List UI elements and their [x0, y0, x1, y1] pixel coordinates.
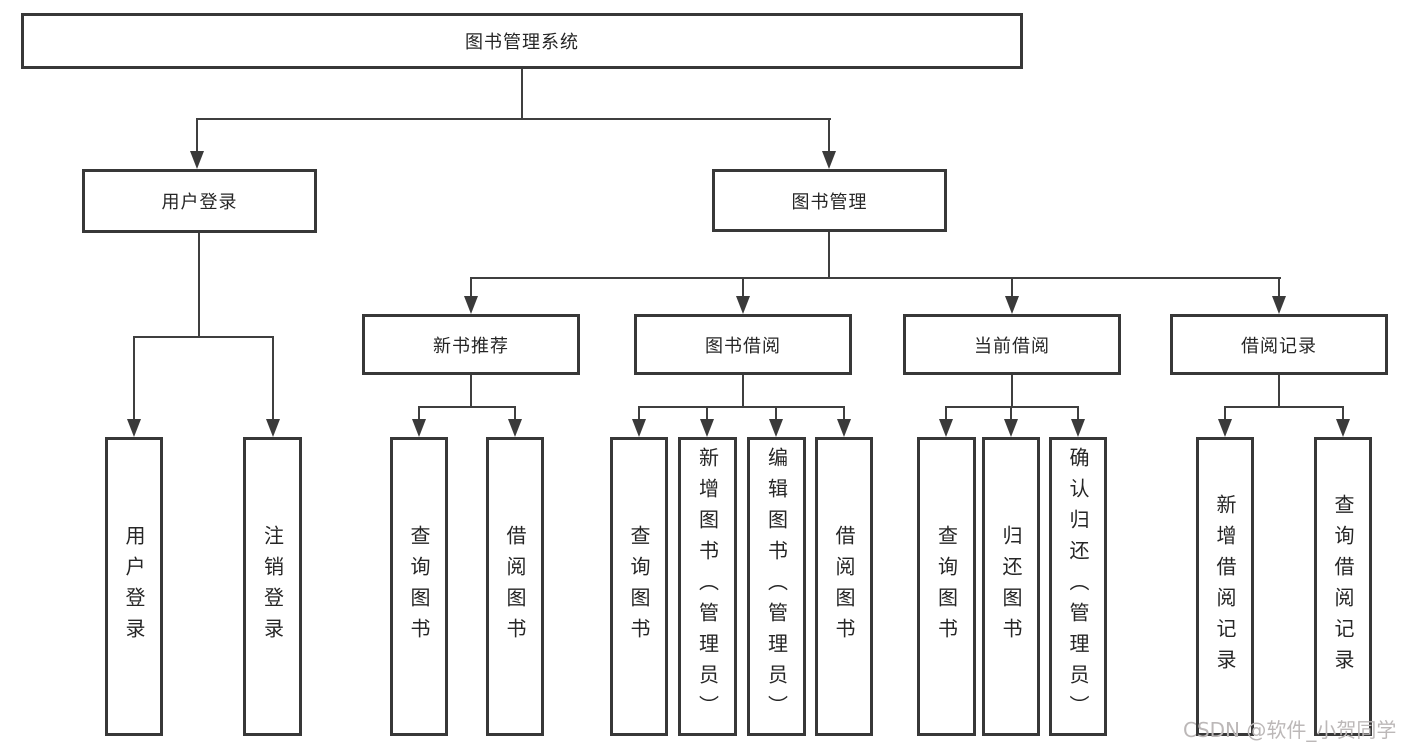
- arrowhead: [1004, 419, 1018, 437]
- leaf-logout-label: 注销登录: [260, 524, 285, 649]
- leaf-user-login: 用户登录: [105, 437, 163, 736]
- connector-book-borrow-hbar: [638, 406, 845, 408]
- connector-drop: [638, 406, 640, 421]
- csdn-watermark: CSDN @软件_小贺同学: [1183, 718, 1397, 742]
- connector-drop: [945, 406, 947, 421]
- node-user-login: 用户登录: [82, 169, 317, 233]
- arrowhead: [769, 419, 783, 437]
- arrowhead: [127, 419, 141, 437]
- leaf-bb-edit-book: 编辑图书（管理员）: [747, 437, 806, 736]
- connector-drop: [706, 406, 708, 421]
- connector-drop: [1224, 406, 1226, 421]
- connector-drop: [1010, 406, 1012, 421]
- leaf-rec-borrow-book-label: 借阅图书: [503, 524, 527, 649]
- node-new-book-rec: 新书推荐: [362, 314, 580, 375]
- connector-book-borrow-stem: [742, 375, 744, 406]
- arrowhead: [1272, 296, 1286, 314]
- connector-drop: [418, 406, 420, 421]
- connector-drop: [775, 406, 777, 421]
- connector-drop: [1077, 406, 1079, 421]
- connector-current-borrow-hbar: [945, 406, 1079, 408]
- node-book-mgmt-label: 图书管理: [791, 191, 868, 213]
- connector-drop-new-book-rec: [470, 277, 472, 297]
- leaf-br-add-record: 新增借阅记录: [1196, 437, 1254, 736]
- connector-drop: [514, 406, 516, 421]
- connector-borrow-record-stem: [1278, 375, 1280, 406]
- arrowhead: [464, 296, 478, 314]
- connector-drop-leaf-logout: [272, 336, 274, 421]
- arrowhead: [939, 419, 953, 437]
- connector-drop-book-mgmt: [828, 118, 830, 152]
- leaf-cb-return-book: 归还图书: [982, 437, 1040, 736]
- leaf-cb-confirm-return-label: 确认归还（管理员）: [1066, 447, 1090, 726]
- leaf-user-login-label: 用户登录: [122, 524, 146, 649]
- leaf-br-add-record-label: 新增借阅记录: [1213, 493, 1237, 680]
- leaf-cb-return-book-label: 归还图书: [999, 524, 1023, 649]
- connector-root-stem: [521, 69, 523, 118]
- connector-drop-borrow-record: [1278, 277, 1280, 297]
- arrowhead: [736, 296, 750, 314]
- arrowhead: [508, 419, 522, 437]
- connector-new-book-rec-hbar: [418, 406, 516, 408]
- node-user-login-label: 用户登录: [161, 192, 238, 213]
- leaf-bb-query-book-label: 查询图书: [627, 524, 651, 649]
- node-book-borrow: 图书借阅: [634, 314, 852, 375]
- connector-book-mgmt-stem: [828, 232, 830, 278]
- connector-l1-hbar: [196, 118, 831, 120]
- leaf-bb-add-book-label: 新增图书（管理员）: [695, 447, 720, 726]
- leaf-bb-edit-book-label: 编辑图书（管理员）: [764, 447, 789, 726]
- node-borrow-record: 借阅记录: [1170, 314, 1388, 375]
- leaf-cb-confirm-return: 确认归还（管理员）: [1049, 437, 1107, 736]
- arrowhead: [837, 419, 851, 437]
- connector-drop: [1342, 406, 1344, 421]
- leaf-bb-borrow-book-label: 借阅图书: [832, 524, 856, 649]
- arrowhead: [266, 419, 280, 437]
- leaf-bb-add-book: 新增图书（管理员）: [678, 437, 737, 736]
- connector-drop-current-borrow: [1011, 277, 1013, 297]
- connector-borrow-record-hbar: [1224, 406, 1344, 408]
- arrowhead: [632, 419, 646, 437]
- arrowhead: [1005, 296, 1019, 314]
- arrowhead: [1218, 419, 1232, 437]
- node-borrow-record-label: 借阅记录: [1241, 335, 1317, 357]
- leaf-br-query-record-label: 查询借阅记录: [1331, 493, 1355, 680]
- node-book-mgmt: 图书管理: [712, 169, 947, 232]
- leaf-br-query-record: 查询借阅记录: [1314, 437, 1372, 736]
- leaf-bb-borrow-book: 借阅图书: [815, 437, 873, 736]
- arrowhead: [190, 151, 204, 169]
- arrowhead: [1071, 419, 1085, 437]
- leaf-rec-query-book: 查询图书: [390, 437, 448, 736]
- arrowhead: [412, 419, 426, 437]
- leaf-cb-query-book-label: 查询图书: [934, 524, 959, 649]
- node-current-borrow: 当前借阅: [903, 314, 1121, 375]
- node-root-label: 图书管理系统: [465, 32, 579, 53]
- connector-user-login-stem: [198, 233, 200, 337]
- connector-drop: [843, 406, 845, 421]
- leaf-rec-borrow-book: 借阅图书: [486, 437, 544, 736]
- node-root: 图书管理系统: [21, 13, 1023, 69]
- node-current-borrow-label: 当前借阅: [974, 335, 1050, 357]
- leaf-logout: 注销登录: [243, 437, 302, 736]
- leaf-rec-query-book-label: 查询图书: [407, 524, 431, 649]
- connector-drop-user-login: [196, 118, 198, 152]
- connector-drop-leaf-login: [133, 336, 135, 421]
- connector-l3-hbar: [470, 277, 1281, 279]
- arrowhead: [822, 151, 836, 169]
- connector-current-borrow-stem: [1011, 374, 1013, 406]
- connector-new-book-rec-stem: [470, 375, 472, 406]
- node-book-borrow-label: 图书借阅: [705, 335, 781, 357]
- node-new-book-rec-label: 新书推荐: [433, 335, 509, 357]
- arrowhead: [700, 419, 714, 437]
- arrowhead: [1336, 419, 1350, 437]
- leaf-cb-query-book: 查询图书: [917, 437, 976, 736]
- connector-drop-book-borrow: [742, 277, 744, 297]
- leaf-bb-query-book: 查询图书: [610, 437, 668, 736]
- connector-user-login-hbar: [133, 336, 274, 338]
